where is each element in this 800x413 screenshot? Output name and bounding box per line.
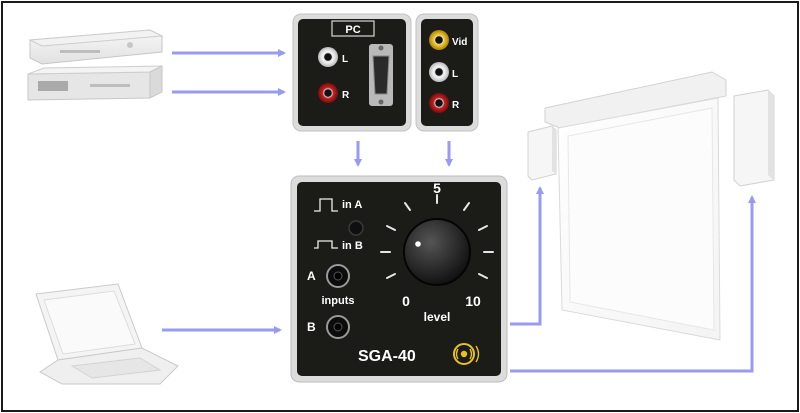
arrow-amp-to-right-speaker [510, 195, 756, 373]
pc-left-jack-icon [318, 47, 338, 67]
level-label: level [424, 310, 451, 324]
set-top-box-icon [27, 65, 163, 101]
model-name: SGA-40 [358, 348, 416, 365]
pc-right-jack-icon [318, 83, 338, 103]
in-a-label: in A [342, 199, 362, 211]
pc-input-panel: PC L R [292, 13, 412, 132]
jack-a-label: A [307, 269, 316, 283]
left-speaker-icon [527, 125, 557, 181]
in-b-pulse-icon [314, 240, 338, 249]
right-speaker-icon [733, 89, 775, 187]
in-b-label: in B [342, 240, 363, 252]
video-label: Vid [452, 37, 467, 48]
video-jack-icon [429, 30, 449, 50]
vga-port-icon [369, 44, 393, 106]
av-right-label: R [452, 100, 460, 111]
amplifier-panel: in A in B A inputs B 0 5 10 level [290, 175, 508, 383]
signal-arrows [162, 49, 756, 373]
av-right-jack-icon [429, 93, 449, 113]
level-knob[interactable] [403, 218, 471, 286]
pc-left-label: L [342, 54, 348, 65]
av-left-label: L [452, 69, 458, 80]
level-knob-indicator [415, 241, 421, 247]
inputs-label: inputs [322, 295, 355, 307]
pc-panel-title: PC [345, 24, 360, 36]
level-scale-ticks [380, 194, 494, 279]
arrow-amp-to-left-speaker [510, 186, 544, 326]
scale-min-label: 0 [402, 293, 410, 309]
input-select-button[interactable] [348, 220, 364, 236]
scale-mid-label: 5 [433, 180, 441, 196]
scale-max-label: 10 [465, 293, 481, 309]
av-input-panel: Vid L R [415, 13, 479, 132]
projection-screen-icon [544, 71, 727, 341]
jack-b-label: B [307, 320, 316, 334]
wave-logo-icon [453, 343, 480, 365]
pc-right-label: R [342, 90, 350, 101]
dvd-player-icon [28, 29, 164, 65]
av-left-jack-icon [429, 62, 449, 82]
in-a-pulse-icon [314, 198, 338, 212]
laptop-icon [35, 283, 179, 385]
